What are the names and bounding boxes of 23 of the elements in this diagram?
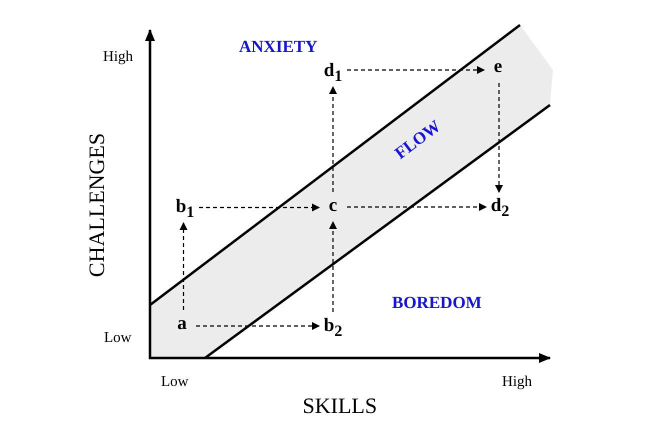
axis-label: CHALLENGES — [84, 132, 110, 278]
region-label: BOREDOM — [392, 293, 482, 313]
arrow — [329, 221, 337, 312]
tick-label: Low — [104, 330, 132, 346]
state-letter: d$_{2}$ — [487, 194, 513, 220]
tick-label: Low — [161, 374, 188, 390]
arrow — [199, 204, 320, 212]
state-letter: b$_{1}$ — [172, 195, 198, 221]
arrow — [196, 322, 320, 330]
region-label: ANXIETY — [239, 37, 318, 57]
arrow — [347, 203, 487, 211]
tick-label: High — [502, 374, 532, 390]
state-letter: e — [485, 55, 511, 81]
axis-label: SKILLS — [302, 393, 378, 419]
arrow — [329, 86, 337, 192]
state-letter: c — [320, 194, 346, 220]
arrow — [347, 66, 485, 74]
state-letter: b$_{2}$ — [320, 314, 346, 340]
arrow — [180, 222, 188, 310]
state-letter: d$_{1}$ — [320, 59, 346, 85]
state-letter: a — [169, 312, 195, 338]
arrow — [495, 83, 503, 193]
tick-label: High — [103, 48, 133, 66]
